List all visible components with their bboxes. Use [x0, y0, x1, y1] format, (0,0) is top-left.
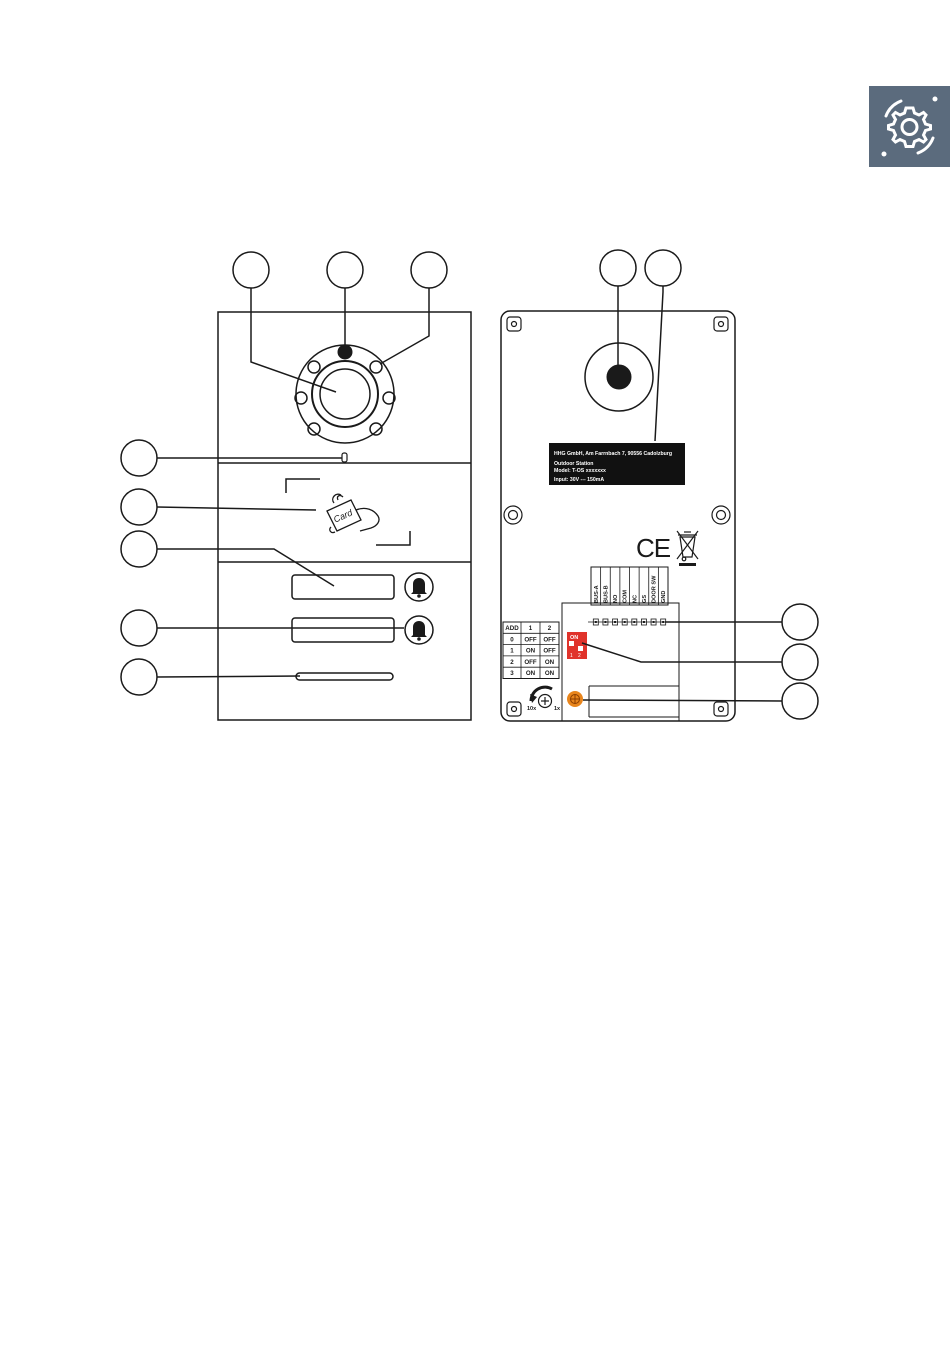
- camera-lens-icon: [296, 345, 394, 443]
- address-table-header: 1: [529, 625, 533, 632]
- ir-led-icon: [295, 361, 395, 435]
- volume-min-label: 1x: [554, 706, 561, 712]
- address-table-cell: 1: [510, 648, 514, 655]
- light-sensor-icon: [338, 345, 352, 359]
- address-table-header: ADD: [505, 625, 519, 632]
- cable-entry-icon: [585, 343, 653, 411]
- dip-position-label: 1: [570, 653, 573, 659]
- address-table-cell: ON: [526, 670, 536, 677]
- terminal-label: DOOR SW: [652, 575, 658, 603]
- callout-marker: [782, 644, 818, 680]
- terminal-label: COM: [623, 590, 629, 603]
- terminal-label: NC: [632, 595, 638, 603]
- volume-potentiometer[interactable]: [567, 691, 583, 707]
- callout-marker: [600, 250, 636, 286]
- terminal-label: BUS-B: [603, 585, 609, 603]
- callout-marker: [411, 252, 447, 288]
- ce-mark: CE: [636, 533, 671, 563]
- dip-on-label: ON: [570, 635, 578, 641]
- callout-marker: [121, 489, 157, 525]
- address-table-cell: OFF: [524, 636, 537, 643]
- name-plate: [292, 575, 394, 642]
- speaker-slot: [296, 673, 393, 680]
- address-table-cell: ON: [545, 670, 555, 677]
- microphone-icon: [342, 453, 347, 462]
- bell-icon: [405, 573, 433, 601]
- callout-marker: [233, 252, 269, 288]
- callout-marker: [121, 659, 157, 695]
- label-line: Input: 30V --- 150mA: [554, 477, 604, 483]
- bell-icon: [405, 616, 433, 644]
- terminal-label: NO: [613, 594, 619, 603]
- mounting-hole-icon: [504, 506, 730, 524]
- address-table-cell: OFF: [543, 636, 556, 643]
- dip-position-label: 2: [578, 653, 581, 659]
- label-line: Outdoor Station: [554, 461, 593, 467]
- volume-max-label: 10x: [527, 706, 537, 712]
- terminal-label: GND: [661, 591, 667, 603]
- label-line: HHG GmbH, Am Farrnbach 7, 90556 Cadolzbu…: [554, 451, 672, 457]
- callout-marker: [121, 610, 157, 646]
- callout-marker: [782, 683, 818, 719]
- terminal-label: GS: [642, 595, 648, 603]
- callout-marker: [645, 250, 681, 286]
- dip-switch[interactable]: ON 1 2: [567, 632, 587, 659]
- address-table-cell: ON: [526, 648, 536, 655]
- address-table-cell: OFF: [524, 659, 537, 666]
- terminal-label: BUS-A: [594, 585, 600, 603]
- callout-marker: [782, 604, 818, 640]
- address-table-cell: OFF: [543, 648, 556, 655]
- weee-bin-icon: [677, 531, 698, 566]
- rotate-adjust-icon: [530, 687, 552, 707]
- address-table-cell: ON: [545, 659, 555, 666]
- address-table-cell: 3: [510, 670, 514, 677]
- address-table-header: 2: [548, 625, 552, 632]
- callout-marker: [121, 440, 157, 476]
- callout-marker: [121, 531, 157, 567]
- address-table-cell: 2: [510, 659, 514, 666]
- callout-marker: [327, 252, 363, 288]
- address-table-cell: 0: [510, 636, 514, 643]
- label-line: Model: T-OS xxxxxxx: [554, 468, 606, 474]
- rating-label: HHG GmbH, Am Farrnbach 7, 90556 Cadolzbu…: [549, 443, 685, 485]
